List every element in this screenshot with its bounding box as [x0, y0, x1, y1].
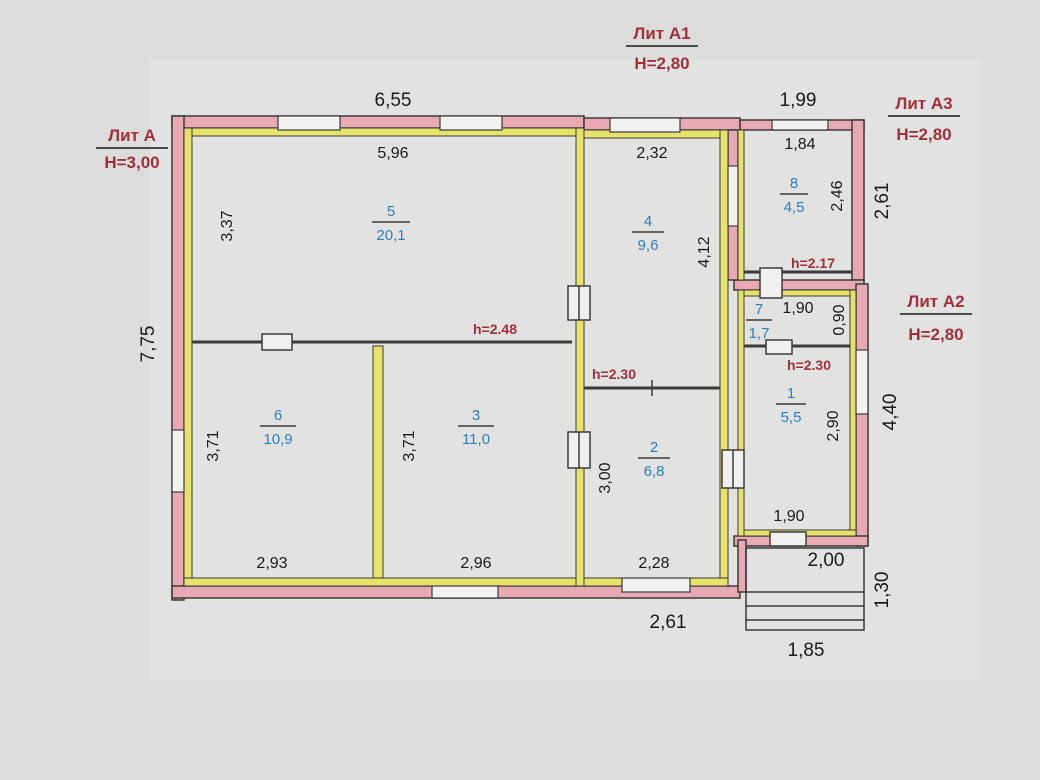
dim-room2-width: 2,28: [638, 555, 669, 572]
dim-room3-width: 2,96: [460, 555, 491, 572]
dim-room2-height: 3,00: [597, 462, 614, 493]
lit-a3-label: Лит А3 H=2,80: [888, 94, 960, 144]
height-label-room-7: h=2.30: [787, 357, 831, 373]
dim-room5-width: 5,96: [377, 145, 408, 162]
dim-room6-height: 3,71: [205, 430, 222, 461]
lit-a2-label: Лит А2 H=2,80: [900, 292, 972, 344]
room-7-area: 1,7: [749, 325, 770, 342]
dim-room4-width: 2,32: [636, 145, 667, 162]
dim-left-outer: 7,75: [138, 326, 159, 363]
room-1-number: 1: [787, 385, 795, 402]
room-3-area: 11,0: [462, 431, 490, 448]
room-8-area: 4,5: [784, 199, 805, 216]
room-6-area: 10,9: [263, 431, 292, 448]
lit-a-label: Лит А H=3,00: [96, 126, 168, 172]
paper-highlight: [150, 60, 980, 680]
room-4-label: 4 9,6: [632, 213, 664, 254]
lit-a2-name: Лит А2: [907, 292, 964, 311]
room-8-label: 8 4,5: [780, 175, 808, 216]
dim-lit-a2-outer: 2,00: [808, 550, 845, 571]
lit-a1-name: Лит А1: [633, 24, 690, 43]
lit-a1-height: H=2,80: [634, 54, 689, 73]
dim-room8-width: 1,84: [784, 136, 815, 153]
room-6-number: 6: [274, 407, 282, 424]
lit-a3-name: Лит А3: [895, 94, 952, 113]
dim-lit-a2-side: 4,40: [880, 394, 901, 431]
room-5-number: 5: [387, 203, 395, 220]
room-1-area: 5,5: [781, 409, 802, 426]
height-label-room-8: h=2.17: [791, 255, 835, 271]
dim-room5-height: 3,37: [219, 210, 236, 241]
dim-room3-height: 3,71: [401, 430, 418, 461]
lit-a-name: Лит А: [108, 126, 156, 145]
dim-top-outer: 6,55: [375, 90, 412, 111]
dimensions: 6,55 5,96 1,99 1,84 2,32 7,75 3,37 4,12 …: [138, 90, 901, 661]
room-2-area: 6,8: [644, 463, 665, 480]
lit-a3-height: H=2,80: [896, 125, 951, 144]
dim-lit-a1-bottom: 2,61: [650, 612, 687, 633]
room-5-label: 5 20,1: [372, 203, 410, 244]
height-label-room-5: h=2.48: [473, 321, 517, 337]
room-7-number: 7: [755, 301, 763, 318]
dim-lit-a3-side: 2,61: [872, 183, 893, 220]
room-5-area: 20,1: [376, 227, 405, 244]
room-2-label: 2 6,8: [638, 439, 670, 480]
lit-a-height: H=3,00: [104, 153, 159, 172]
room-4-area: 9,6: [638, 237, 659, 254]
room-3-label: 3 11,0: [458, 407, 494, 448]
room-8-number: 8: [790, 175, 798, 192]
dim-room1-width: 1,90: [773, 508, 804, 525]
dim-room4-height: 4,12: [696, 236, 713, 267]
height-label-room-4: h=2.30: [592, 366, 636, 382]
dim-porch-width: 1,85: [788, 640, 825, 661]
dim-room7-width: 1,90: [782, 300, 813, 317]
room-2-number: 2: [650, 439, 658, 456]
room-4-number: 4: [644, 213, 652, 230]
dim-room7-height: 0,90: [831, 304, 848, 335]
dim-room8-height: 2,46: [829, 180, 846, 211]
room-1-label: 1 5,5: [776, 385, 806, 426]
porch-steps: [745, 547, 865, 631]
lit-a1-label: Лит А1 H=2,80: [626, 24, 698, 73]
windows: [171, 115, 869, 599]
dim-lit-a3-outer: 1,99: [780, 90, 817, 111]
room-3-number: 3: [472, 407, 480, 424]
dim-room1-height: 2,90: [825, 410, 842, 441]
room-7-label: 7 1,7: [746, 301, 772, 342]
room-6-label: 6 10,9: [260, 407, 296, 448]
inner-walls: [183, 127, 857, 587]
doors: [261, 267, 807, 547]
dim-room6-width: 2,93: [256, 555, 287, 572]
lit-a2-height: H=2,80: [908, 325, 963, 344]
dim-porch-depth: 1,30: [872, 572, 893, 609]
